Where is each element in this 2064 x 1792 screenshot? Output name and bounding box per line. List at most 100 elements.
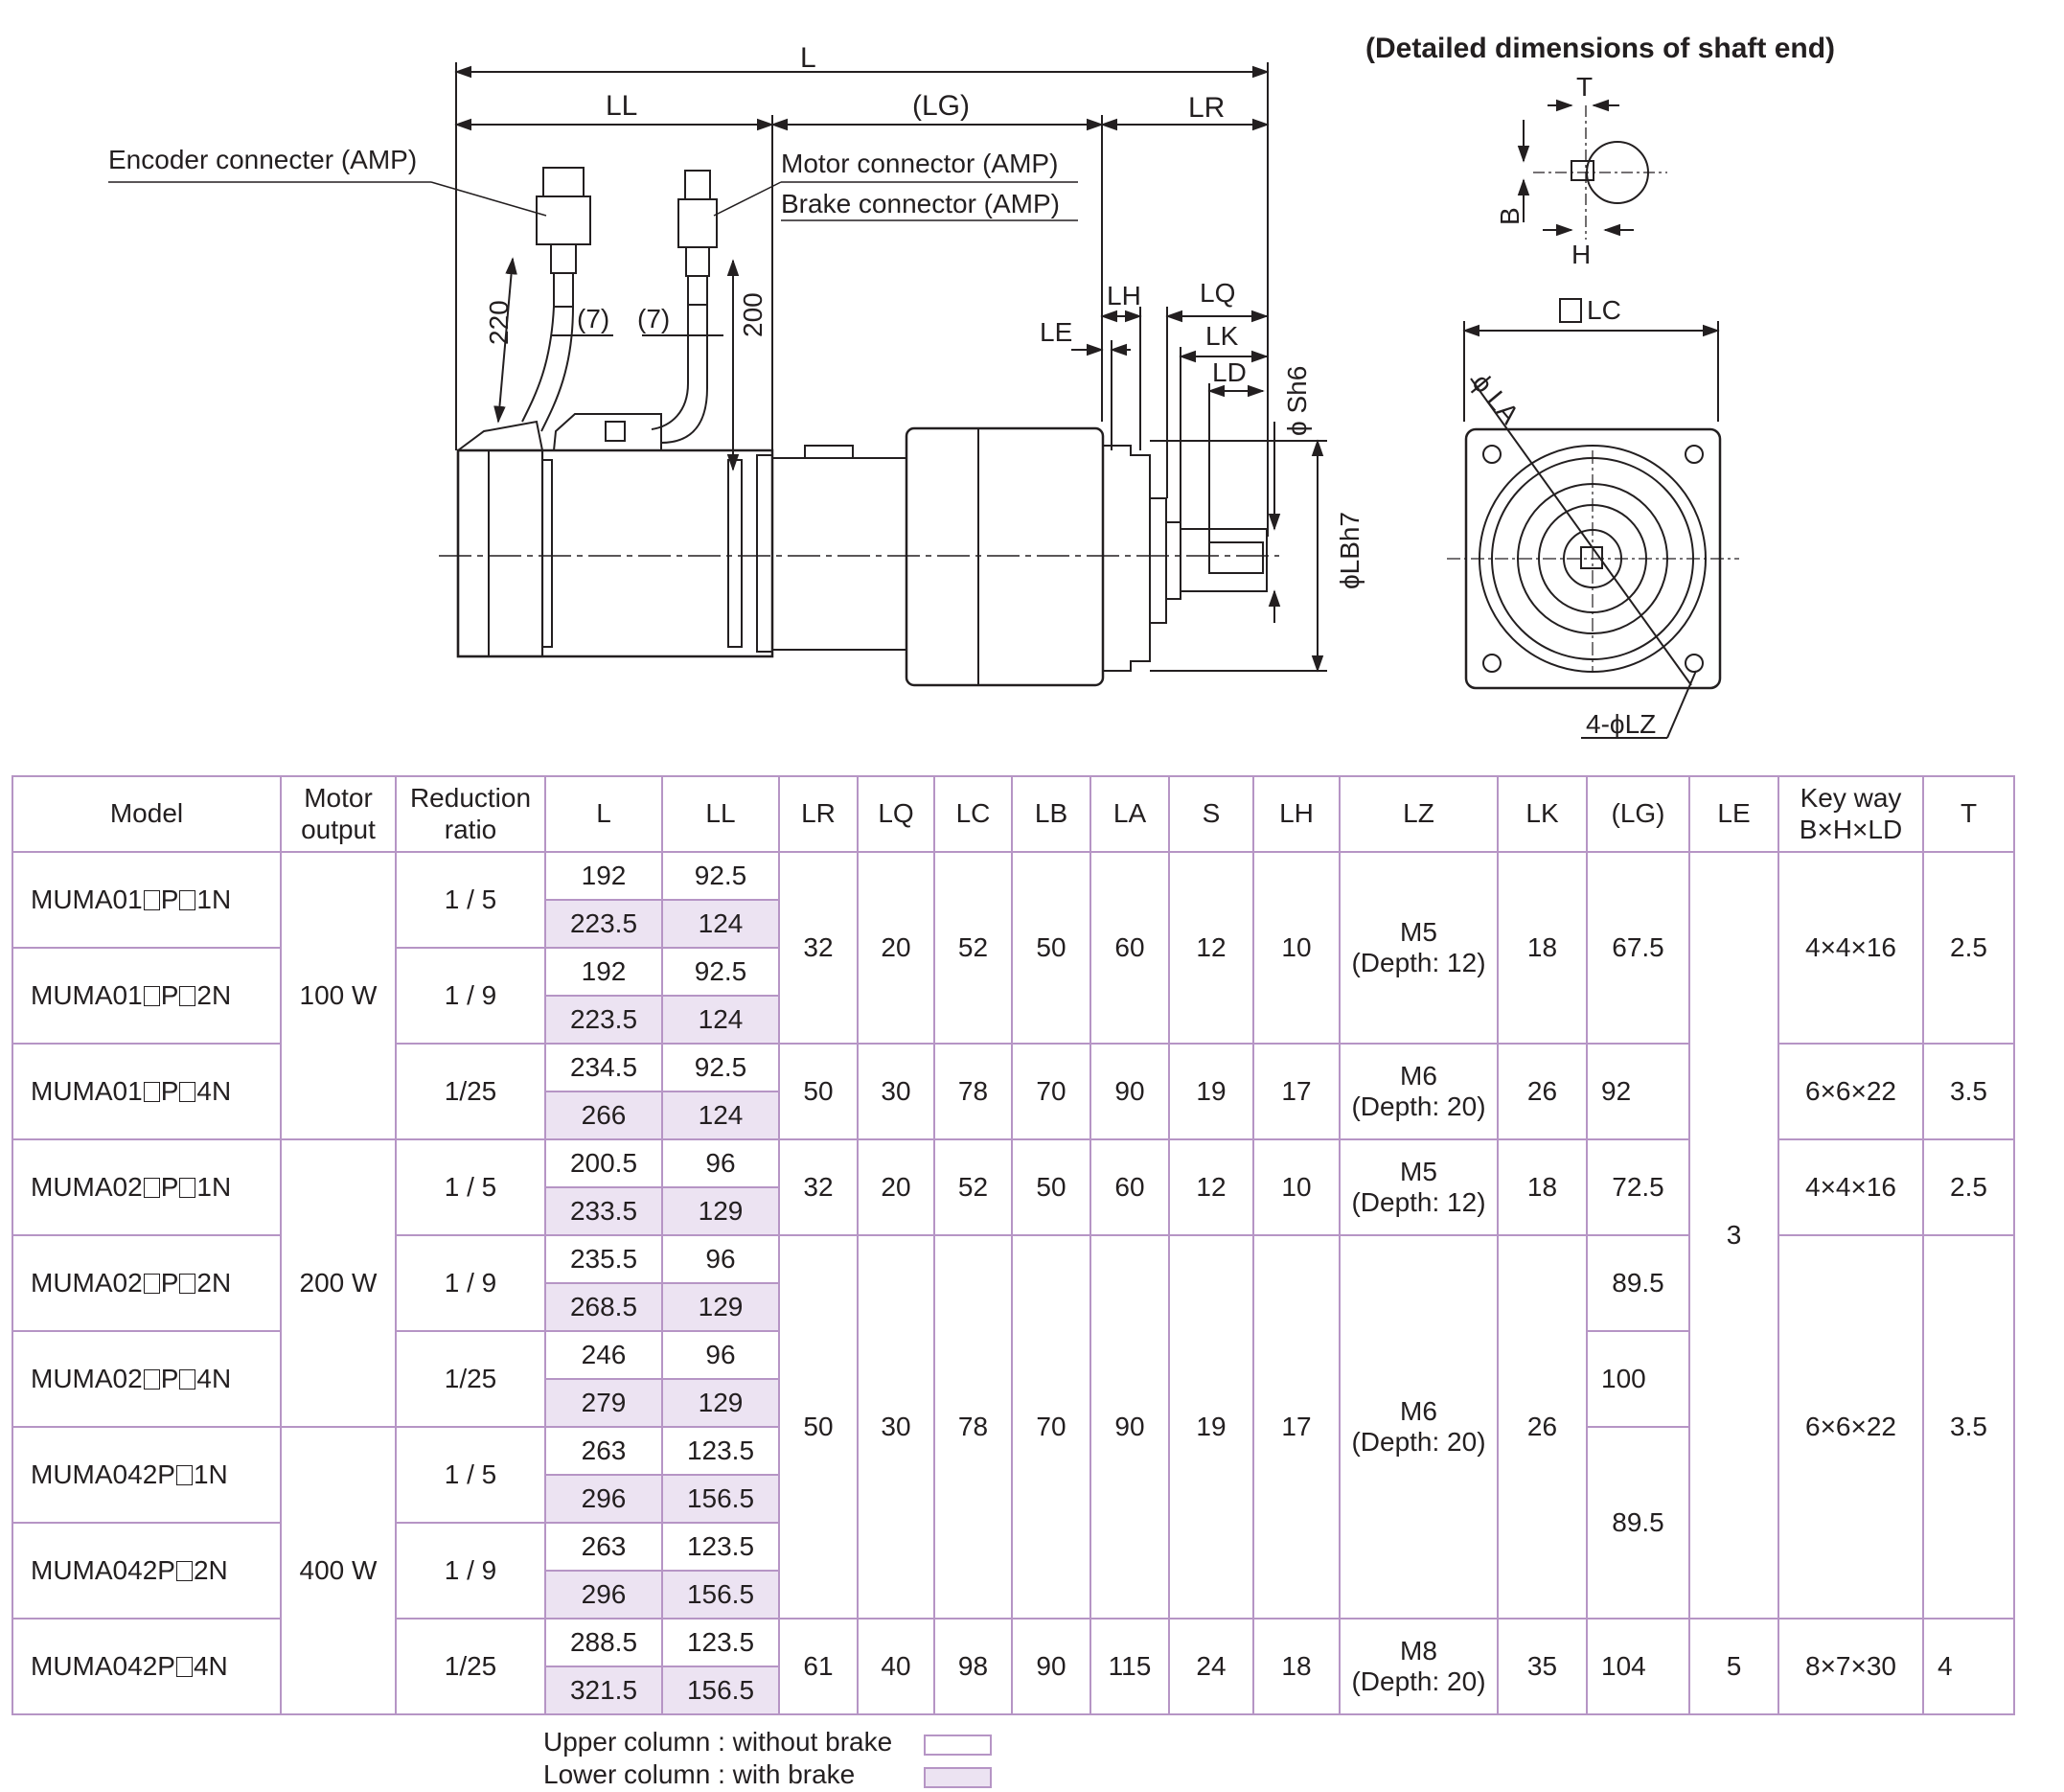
LL-cell: 123.5 — [661, 1522, 780, 1572]
LL-cell: 123.5 — [661, 1618, 780, 1667]
dim-label-LQ: LQ — [1200, 278, 1235, 308]
LL-cell: 123.5 — [661, 1426, 780, 1476]
legend: Upper column : without brake Lower colum… — [543, 1727, 1003, 1789]
T-cell: 3.5 — [1922, 1234, 2015, 1620]
LG-cell: 92 — [1586, 1043, 1690, 1140]
S-cell: 19 — [1168, 1043, 1254, 1140]
LL-cell: 92.5 — [661, 947, 780, 997]
legend-upper-label: Upper column : without brake — [543, 1727, 893, 1757]
LR-cell: 50 — [778, 1043, 859, 1140]
LL-cell: 92.5 — [661, 851, 780, 901]
LB-cell: 50 — [1011, 851, 1091, 1045]
header-LE: LE — [1688, 775, 1779, 853]
LG-cell: 104 — [1586, 1618, 1690, 1715]
L-cell: 246 — [544, 1330, 663, 1380]
LG-cell: 100 — [1586, 1330, 1690, 1428]
LC-cell: 78 — [933, 1043, 1013, 1140]
dim-label-LH: LH — [1107, 281, 1141, 310]
T-cell: 3.5 — [1922, 1043, 2015, 1140]
table-row: 321.5 156.5 — [12, 1666, 2014, 1715]
LZ-cell: M8(Depth: 20) — [1339, 1618, 1499, 1715]
LC-cell: 52 — [933, 1138, 1013, 1236]
header-T: T — [1922, 775, 2015, 853]
LC-cell: 52 — [933, 851, 1013, 1045]
dim-label-LE: LE — [1040, 317, 1072, 347]
blank-box-icon — [179, 1273, 196, 1294]
T-cell: 2.5 — [1922, 1138, 2015, 1236]
LB-cell: 50 — [1011, 1138, 1091, 1236]
LB-cell: 70 — [1011, 1234, 1091, 1620]
dim-label-LZ: 4-ϕLZ — [1586, 709, 1656, 739]
dim-label-LA: ϕ LA — [1466, 368, 1525, 429]
ratio-cell: 1 / 9 — [395, 947, 546, 1045]
L-cell: 234.5 — [544, 1043, 663, 1092]
LL-cell: 92.5 — [661, 1043, 780, 1092]
dim-label-lbh7: ϕLBh7 — [1335, 512, 1365, 589]
ratio-cell: 1/25 — [395, 1330, 546, 1428]
LB-cell: 70 — [1011, 1043, 1091, 1140]
blank-box-icon — [179, 889, 196, 910]
table-row: 223.5 124 — [12, 995, 2014, 1045]
keyway-cell: 4×4×16 — [1777, 851, 1924, 1045]
dim-label-LK: LK — [1205, 321, 1239, 351]
LZ-cell: M5(Depth: 12) — [1339, 851, 1499, 1045]
LR-cell: 50 — [778, 1234, 859, 1620]
LQ-cell: 30 — [857, 1234, 935, 1620]
ratio-cell: 1 / 9 — [395, 1234, 546, 1332]
dim-label-LG: (LG) — [912, 90, 970, 122]
LL-cell: 96 — [661, 1138, 780, 1188]
L-cell-brake: 223.5 — [544, 899, 663, 949]
L-cell-brake: 266 — [544, 1091, 663, 1140]
T-cell: 2.5 — [1922, 851, 2015, 1045]
L-cell: 192 — [544, 947, 663, 997]
LH-cell: 10 — [1252, 1138, 1341, 1236]
table-row: 296 156.5 — [12, 1474, 2014, 1524]
blank-box-icon — [143, 1368, 160, 1390]
motor-output-cell: 400 W — [280, 1426, 397, 1715]
S-cell: 12 — [1168, 851, 1254, 1045]
LQ-cell: 20 — [857, 1138, 935, 1236]
cable-length-220: 220 — [484, 300, 514, 345]
S-cell: 19 — [1168, 1234, 1254, 1620]
dim-label-7-right: (7) — [637, 304, 670, 333]
legend-lower-label: Lower column : with brake — [543, 1759, 856, 1789]
LA-cell: 90 — [1089, 1234, 1170, 1620]
LL-cell-brake: 129 — [661, 1378, 780, 1428]
ratio-cell: 1/25 — [395, 1618, 546, 1715]
LG-cell: 89.5 — [1586, 1234, 1690, 1332]
LA-cell: 60 — [1089, 1138, 1170, 1236]
LA-cell: 60 — [1089, 851, 1170, 1045]
legend-row-lower: Lower column : with brake — [543, 1759, 1003, 1792]
LE-cell: 3 — [1688, 851, 1779, 1620]
LA-cell: 90 — [1089, 1043, 1170, 1140]
ratio-cell: 1 / 5 — [395, 1138, 546, 1236]
LL-cell: 96 — [661, 1330, 780, 1380]
LZ-cell: M5(Depth: 12) — [1339, 1138, 1499, 1236]
blank-box-icon — [143, 1081, 160, 1102]
LH-cell: 10 — [1252, 851, 1341, 1045]
dim-label-L: L — [800, 42, 816, 74]
S-cell: 24 — [1168, 1618, 1254, 1715]
blank-box-icon — [179, 1177, 196, 1198]
dim-label-LC: LC — [1587, 295, 1621, 325]
shaft-detail-title: (Detailed dimensions of shaft end) — [1365, 33, 1835, 64]
LL-cell-brake: 124 — [661, 995, 780, 1045]
ratio-cell: 1/25 — [395, 1043, 546, 1140]
brake-connector-label: Brake connector (AMP) — [781, 189, 1060, 218]
LA-cell: 115 — [1089, 1618, 1170, 1715]
header-LL: LL — [661, 775, 780, 853]
LG-cell: 89.5 — [1586, 1426, 1690, 1620]
LL-cell-brake: 124 — [661, 899, 780, 949]
blank-box-icon — [175, 1560, 193, 1581]
